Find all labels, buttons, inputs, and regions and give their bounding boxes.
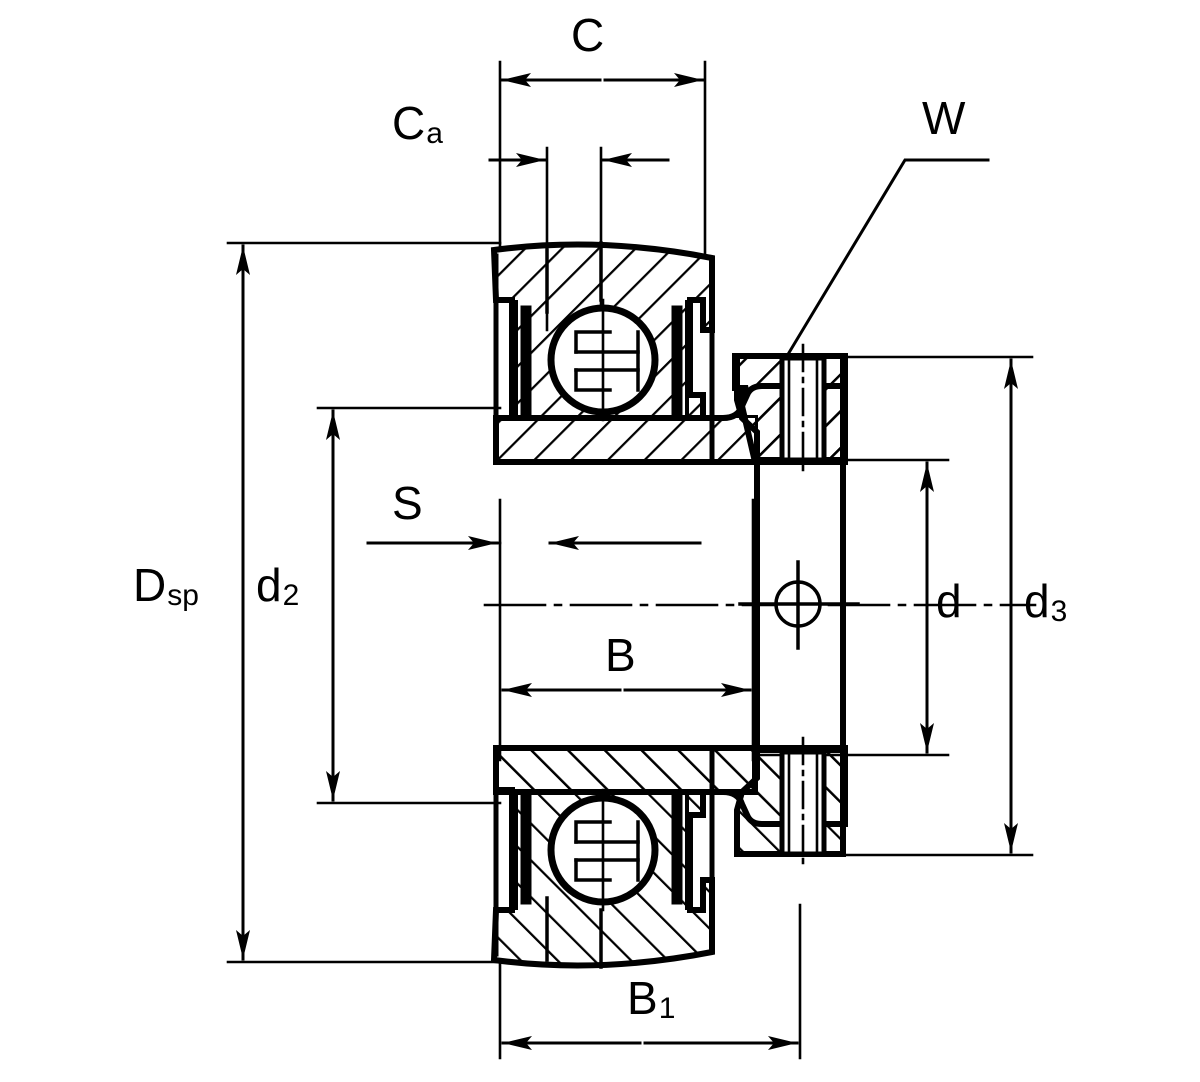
seal-upper-right: [671, 300, 689, 420]
raceway-shoulders: [545, 241, 603, 969]
dimension-label-d2: d2: [256, 559, 300, 613]
dimension-arrows: [236, 73, 1018, 1050]
seal-lower-right: [671, 790, 689, 910]
dimension-label-d3: d3: [1024, 575, 1068, 629]
dimension-label-Ca: Ca: [392, 97, 443, 151]
grub-screw-lower: [779, 736, 827, 870]
dimension-label-W: W: [922, 92, 966, 144]
outer-ring-faces: [493, 253, 715, 957]
dimension-label-C: C: [571, 9, 605, 61]
dimension-label-S: S: [392, 477, 423, 529]
ball-lower: [547, 788, 659, 912]
dimension-label-B: B: [605, 629, 636, 681]
grub-screw-upper: [779, 343, 827, 477]
seal-lower-left: [514, 790, 532, 910]
screw-axis-symbol: [738, 560, 860, 650]
dimension-label-d: d: [936, 575, 962, 627]
dimension-label-B1: B1: [627, 972, 676, 1026]
w-leader-line: [784, 158, 990, 359]
ball-upper: [547, 298, 659, 422]
seal-upper-left: [514, 300, 532, 420]
dimension-label-Dsp: Dsp: [133, 559, 199, 613]
